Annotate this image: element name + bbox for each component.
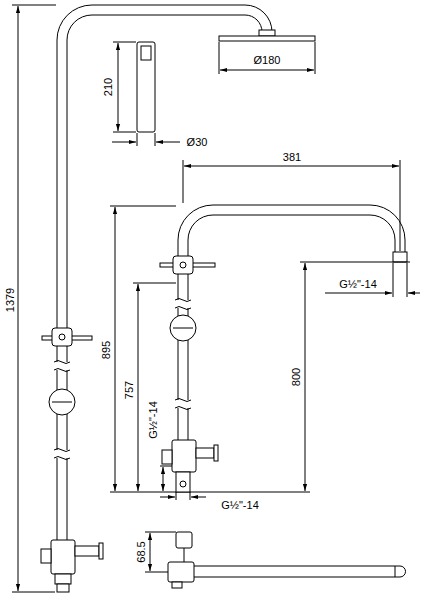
dimension-label: 800	[290, 367, 302, 387]
dimension-label: 1379	[4, 287, 16, 313]
dimension-label: G½"-14	[338, 278, 378, 290]
dimension-label: 895	[100, 340, 112, 360]
dimension-label: 68.5	[135, 540, 147, 563]
dimension-label: Ø30	[186, 136, 209, 148]
dimension-label: 381	[282, 151, 302, 163]
dimension-label: G½"-14	[147, 400, 159, 440]
dimension-label: Ø180	[253, 54, 282, 66]
dimension-label: G½"-14	[220, 499, 260, 511]
dimension-label: 210	[102, 77, 114, 97]
dimension-label: 757	[123, 380, 135, 400]
